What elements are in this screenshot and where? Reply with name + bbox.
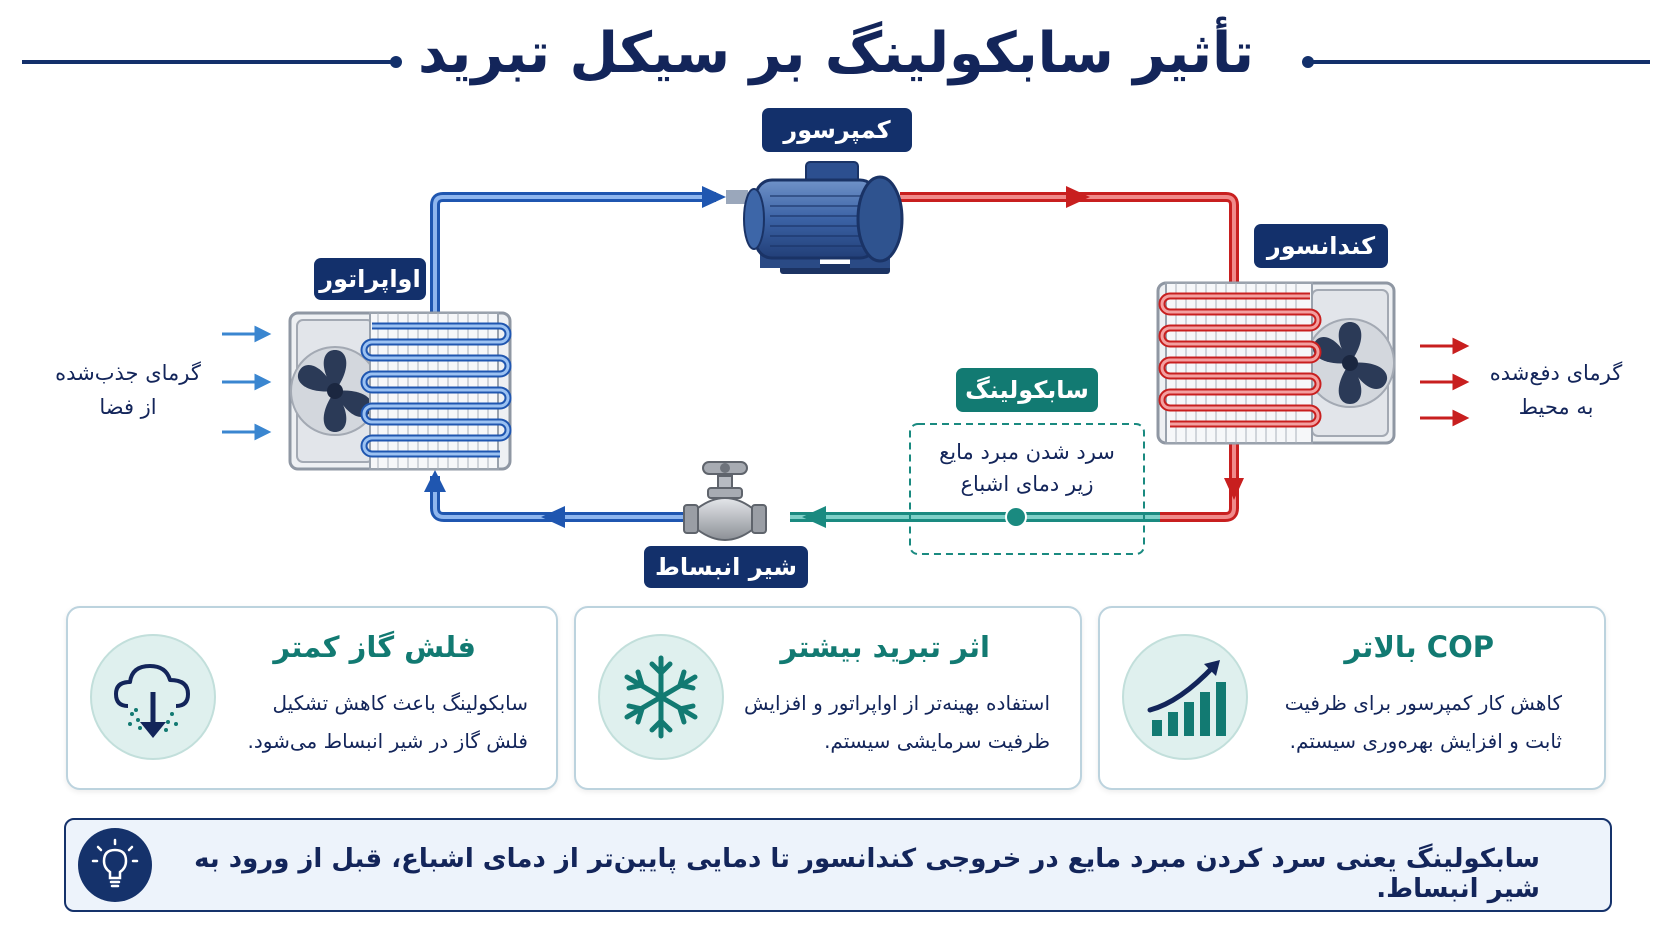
- evaporator-unit: [288, 311, 512, 471]
- subcooling-desc-line-2: زیر دمای اشباع: [960, 472, 1094, 496]
- expansion-valve-label: شیر انبساط: [644, 546, 808, 588]
- card-icon-circle: [1122, 634, 1248, 760]
- heat-rejected-text: گرمای دفع‌شده به محیط: [1476, 356, 1636, 424]
- bar-chart-growth-icon: [1147, 660, 1226, 736]
- subcooling-description: سرد شدن مبرد مایع زیر دمای اشباع: [914, 436, 1140, 500]
- subcooling-desc-line-1: سرد شدن مبرد مایع: [939, 440, 1115, 464]
- suction-flow-arrow: [702, 186, 726, 208]
- definition-note: سابکولینگ یعنی سرد کردن مبرد مایع در خرو…: [64, 818, 1612, 912]
- definition-text: سابکولینگ یعنی سرد کردن مبرد مایع در خرو…: [194, 844, 1540, 904]
- heat-rejected-line-2: به محیط: [1518, 395, 1594, 419]
- card-icon-circle: [598, 634, 724, 760]
- pipe-liquid-line: [1160, 443, 1244, 522]
- heat-absorbed-arrows: [222, 325, 272, 441]
- heat-absorbed-line-1: گرمای جذب‌شده: [55, 361, 201, 385]
- card-icon-circle: [90, 634, 216, 760]
- card-less-flash-gas: فلش گاز کمتر سابکولینگ باعث کاهش تشکیل ف…: [66, 606, 558, 790]
- card-text: کاهش کار کمپرسور برای ظرفیت ثابت و افزای…: [1232, 684, 1562, 760]
- snowflake-icon: [624, 655, 698, 739]
- condenser-unit: [1156, 281, 1396, 445]
- heat-rejected-arrows: [1420, 337, 1470, 427]
- title-decoration: [22, 56, 1650, 68]
- pipe-discharge-line: [900, 192, 1239, 288]
- card-higher-cop: COP بالاتر کاهش کار کمپرسور برای ظرفیت ث…: [1098, 606, 1606, 790]
- subcooling-label: سابکولینگ: [956, 368, 1098, 412]
- card-text-line-2: فلش گاز در شیر انبساط می‌شود.: [247, 729, 528, 753]
- heat-rejected-line-1: گرمای دفع‌شده: [1489, 361, 1623, 385]
- card-text-line-1: سابکولینگ باعث کاهش تشکیل: [272, 691, 528, 715]
- card-title: COP بالاتر: [1344, 630, 1494, 664]
- card-text-line-1: کاهش کار کمپرسور برای ظرفیت: [1284, 691, 1562, 715]
- pipe-suction-line: [430, 192, 716, 316]
- lightbulb-icon: [78, 828, 152, 902]
- compressor-motor: [726, 161, 904, 274]
- card-text-line-1: استفاده بهینه‌تر از اواپراتور و افزایش: [743, 691, 1050, 715]
- discharge-flow-arrow: [1066, 186, 1090, 208]
- cloud-down-arrow-icon: [114, 664, 190, 738]
- pipe-return-line: [424, 470, 685, 528]
- card-text: سابکولینگ باعث کاهش تشکیل فلش گاز در شیر…: [198, 684, 528, 760]
- card-more-refrigeration-effect: اثر تبرید بیشتر استفاده بهینه‌تر از اواپ…: [574, 606, 1082, 790]
- expansion-valve: [683, 461, 767, 541]
- card-title: اثر تبرید بیشتر: [780, 630, 990, 664]
- page-title: تأثیر سابکولینگ بر سیکل تبرید: [417, 21, 1255, 86]
- condenser-label: کندانسور: [1254, 224, 1388, 268]
- pipe-subcooled-line: [790, 506, 1160, 528]
- card-text-line-2: ظرفیت سرمایشی سیستم.: [824, 729, 1050, 753]
- compressor-label: کمپرسور: [762, 108, 912, 152]
- evaporator-label: اواپراتور: [314, 258, 426, 300]
- card-text-line-2: ثابت و افزایش بهره‌وری سیستم.: [1289, 729, 1562, 753]
- subcooling-zone-box: [909, 423, 1145, 555]
- card-title: فلش گاز کمتر: [273, 630, 476, 664]
- heat-absorbed-text: گرمای جذب‌شده از فضا: [48, 356, 208, 424]
- card-text: استفاده بهینه‌تر از اواپراتور و افزایش ظ…: [710, 684, 1050, 760]
- heat-absorbed-line-2: از فضا: [99, 395, 157, 419]
